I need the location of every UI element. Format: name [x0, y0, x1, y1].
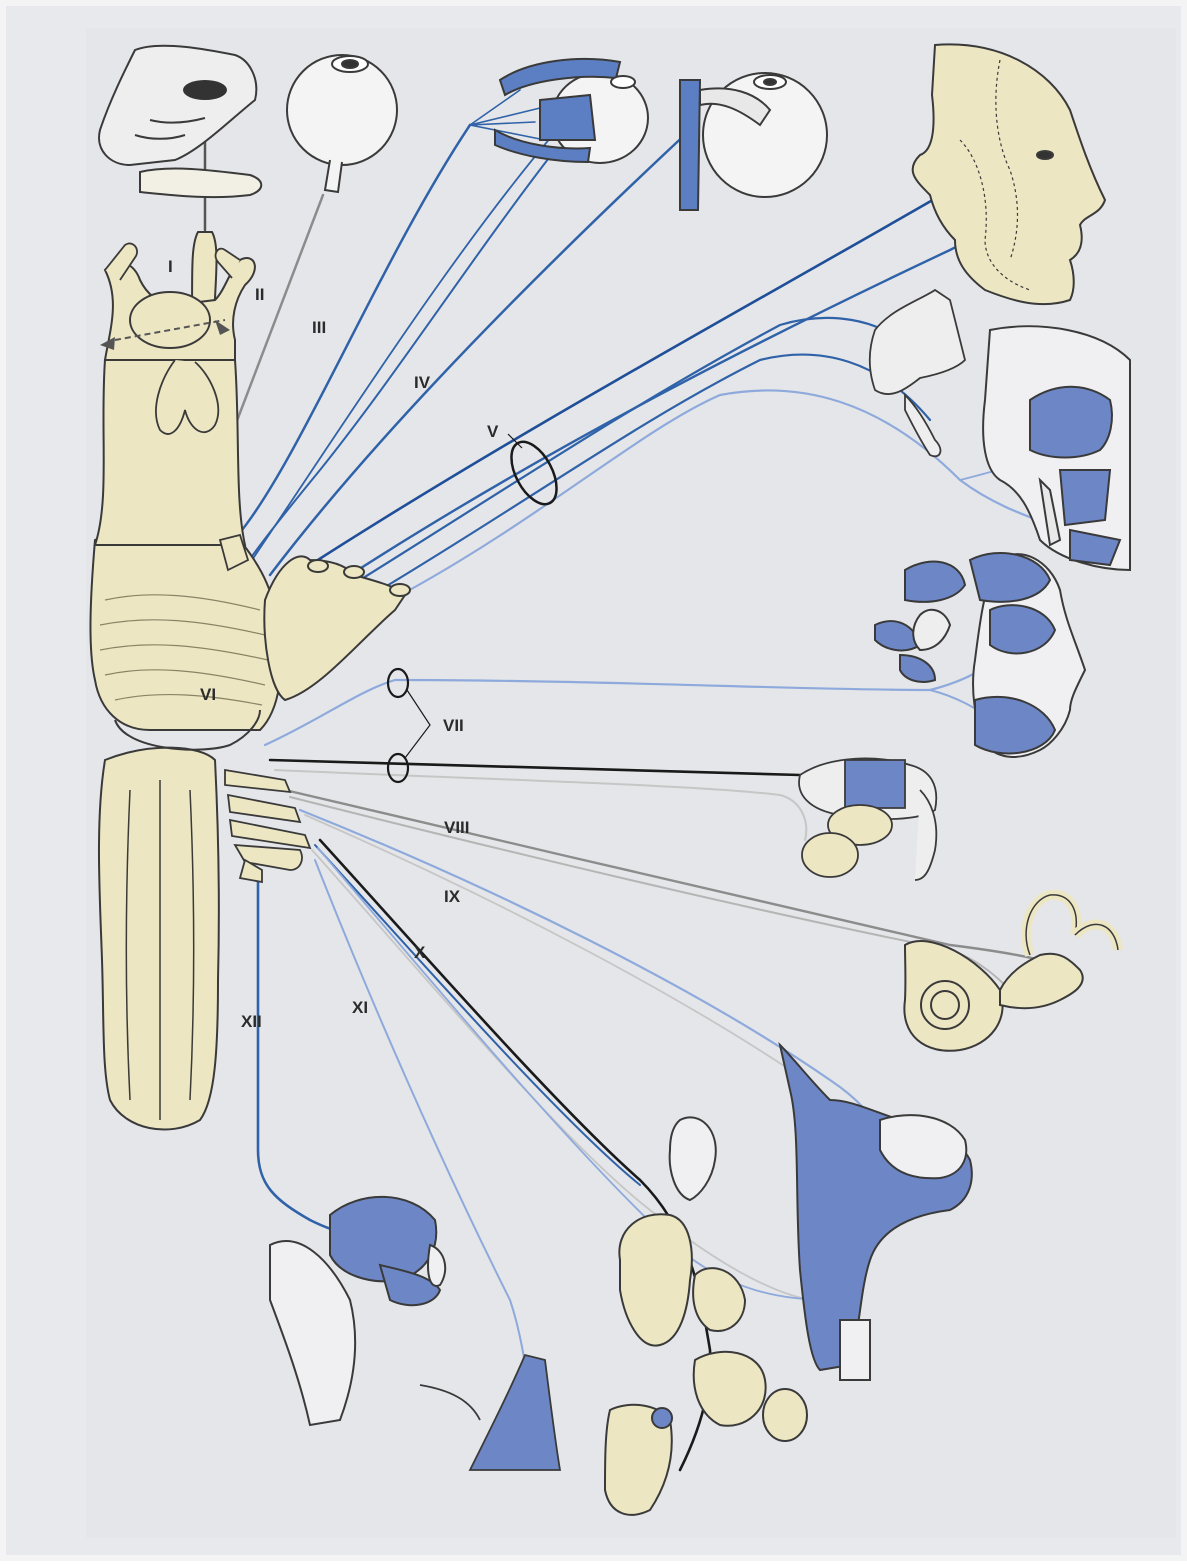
label-III: III — [312, 318, 326, 337]
kidney — [763, 1389, 807, 1441]
medulla-spinal-cord — [99, 748, 219, 1130]
pituitary — [130, 292, 210, 348]
label-IV: IV — [414, 373, 431, 392]
label-X: X — [414, 943, 426, 962]
label-VIII: VIII — [444, 818, 470, 837]
label-IX: IX — [444, 887, 461, 906]
label-XII: XII — [241, 1012, 262, 1031]
label-XI: XI — [352, 998, 368, 1017]
label-II: II — [255, 285, 264, 304]
label-V: V — [487, 422, 499, 441]
label-I: I — [168, 257, 173, 276]
label-VII: VII — [443, 716, 464, 735]
label-VI: VI — [200, 685, 216, 704]
olfactory-bulb-dark — [183, 80, 227, 100]
